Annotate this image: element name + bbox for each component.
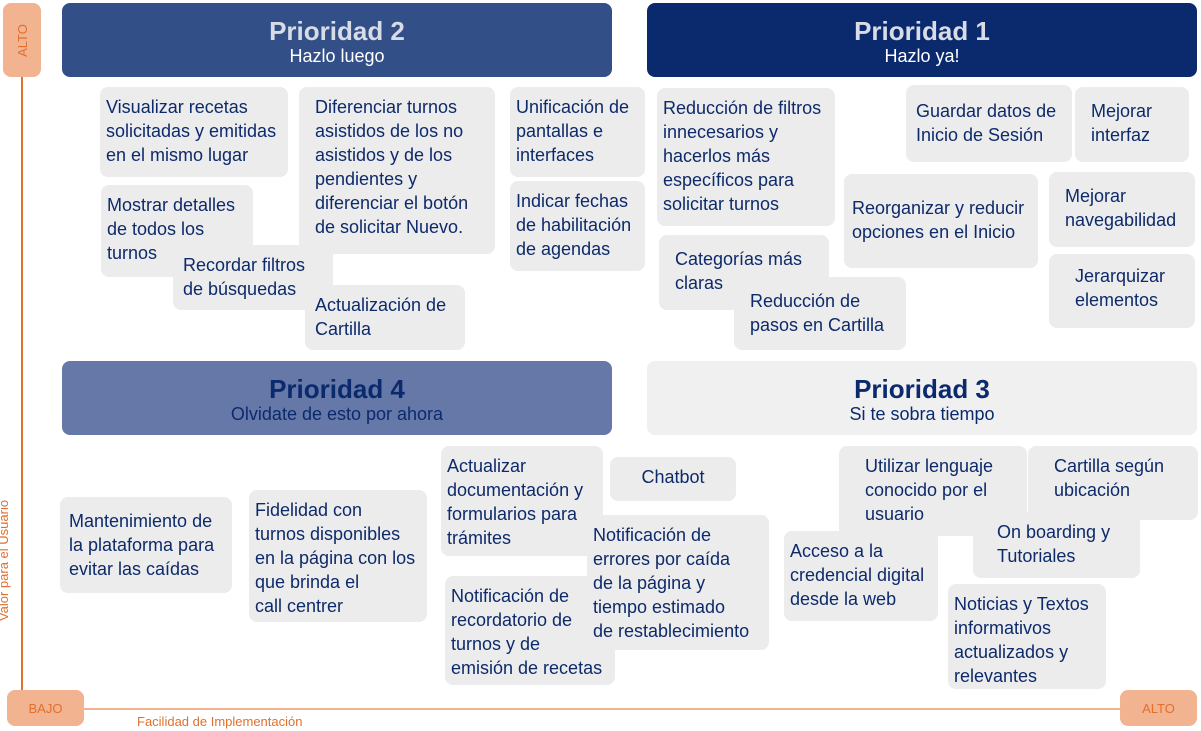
quadrant-title: Prioridad 1 (854, 16, 990, 46)
card: Unificación de pantallas e interfaces (510, 87, 645, 177)
card: On boarding y Tutoriales (973, 512, 1140, 578)
quadrant-subtitle: Hazlo ya! (884, 46, 960, 66)
y-axis-line (21, 77, 23, 690)
card: Actualización de Cartilla (305, 285, 465, 350)
card: Reducción de filtros innecesarios y hace… (657, 88, 835, 226)
card: Jerarquizar elementos (1049, 254, 1195, 328)
x-axis-low-label: BAJO (7, 690, 84, 726)
card: Acceso a la credencial digital desde la … (784, 531, 938, 621)
x-axis-line (84, 708, 1120, 710)
card: Chatbot (610, 457, 736, 501)
card: Noticias y Textos informativos actualiza… (948, 584, 1106, 689)
y-axis-title: Valor para el Usuario (0, 499, 12, 622)
quadrant-subtitle: Si te sobra tiempo (849, 404, 995, 424)
card: Diferenciar turnos asistidos de los no a… (299, 87, 495, 254)
card: Actualizar documentación y formularios p… (441, 446, 603, 556)
x-axis-title: Facilidad de Implementación (137, 714, 303, 729)
y-axis-high-label: ALTO (3, 3, 41, 77)
y-axis-high-text: ALTO (14, 23, 30, 57)
card: Visualizar recetas solicitadas y emitida… (100, 87, 288, 177)
card: Mejorar interfaz (1075, 87, 1189, 162)
card: Mantenimiento de la plataforma para evit… (60, 497, 232, 593)
card: Notificación de errores por caída de la … (587, 515, 769, 650)
card: Mejorar navegabilidad (1049, 172, 1195, 247)
card: Reducción de pasos en Cartilla (734, 277, 906, 350)
card: Notificación de recordatorio de turnos y… (445, 576, 615, 685)
card: Recordar filtros de búsquedas (173, 245, 333, 310)
quadrant-subtitle: Hazlo luego (289, 46, 385, 66)
quadrant-title: Prioridad 2 (269, 16, 405, 46)
quadrant-title: Prioridad 4 (269, 374, 405, 404)
x-axis-high-label: ALTO (1120, 690, 1197, 726)
card: Reorganizar y reducir opciones en el Ini… (844, 174, 1038, 268)
card: Cartilla según ubicación (1028, 446, 1198, 520)
card: Indicar fechas de habilitación de agenda… (510, 181, 645, 271)
card: Fidelidad con turnos disponibles en la p… (249, 490, 427, 622)
quadrant-title: Prioridad 3 (854, 374, 990, 404)
card: Guardar datos de Inicio de Sesión (906, 85, 1072, 162)
quadrant-subtitle: Olvidate de esto por ahora (230, 404, 444, 424)
